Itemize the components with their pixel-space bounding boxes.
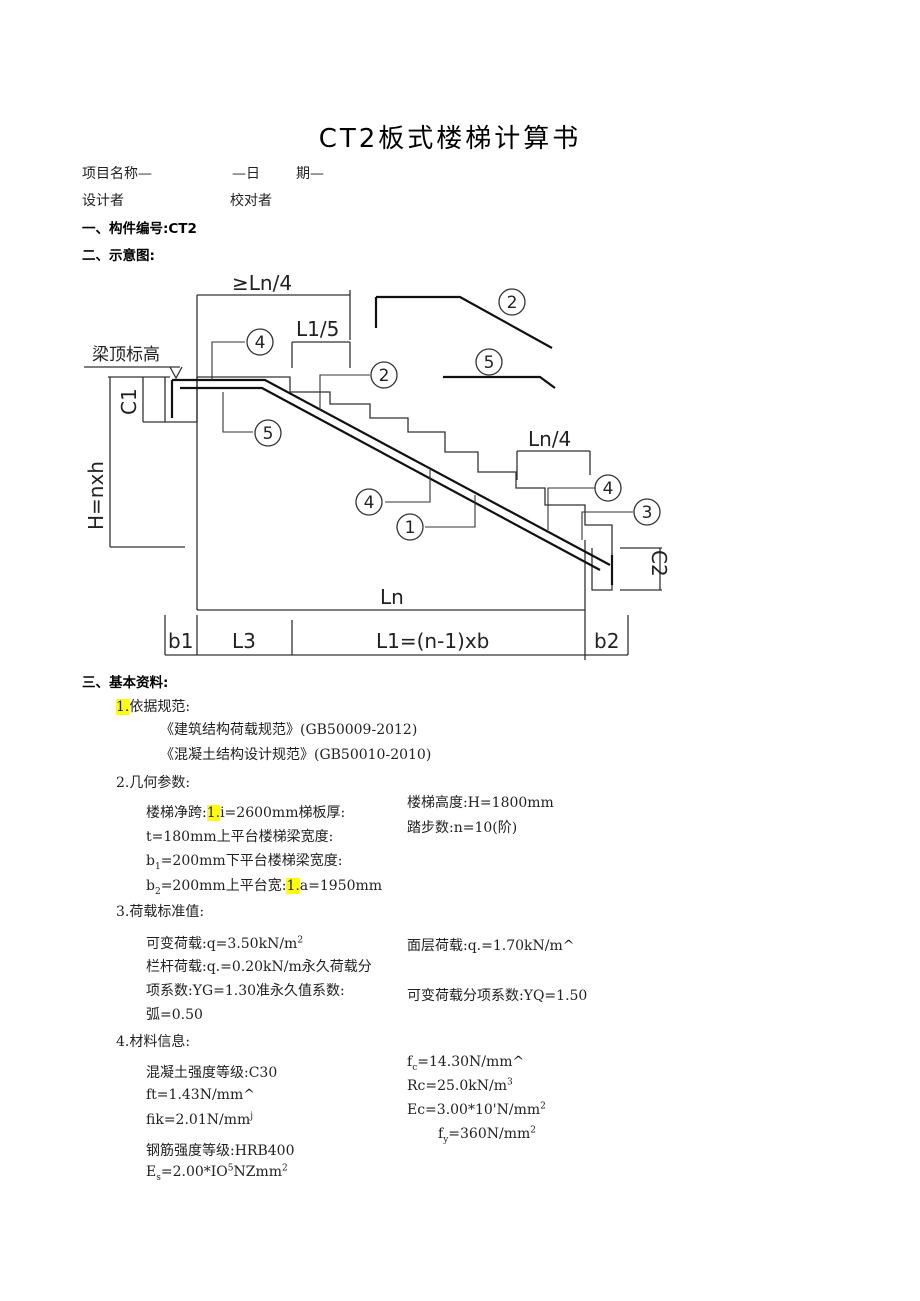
section-diagram: 二、示意图: xyxy=(82,248,155,264)
rebar-grade: 钢筋强度等级:HRB400 xyxy=(146,1143,295,1159)
materials-heading: 4.材料信息: xyxy=(116,1034,191,1050)
fy-value: fy=360N/mm2 xyxy=(438,1125,536,1145)
load-factor-yq: 可变荷载分项系数:YQ=1.50 xyxy=(407,988,588,1004)
staircase-diagram: 4 5 2 2 5 4 1 4 3 ≥Ln/4 L1/5 Ln/4 梁顶标高 L… xyxy=(84,271,671,660)
designer-label: 设计者 xyxy=(82,193,124,209)
es-value: Es=2.00*IO5NZmm2 xyxy=(146,1163,288,1183)
bubble-2-detail: 2 xyxy=(507,293,518,313)
label-h: H=nxh xyxy=(84,461,108,530)
section-component-id: 一、构件编号:CT2 xyxy=(82,221,197,237)
label-c2: C2 xyxy=(647,550,671,577)
ft-value: ft=1.43N/mm^ xyxy=(146,1087,255,1103)
code-load: 《建筑结构荷载规范》(GB50009-2012) xyxy=(160,722,418,738)
label-ln: Ln xyxy=(380,585,404,609)
load-factor-yg: 项系数:YG=1.30准永久值系数: xyxy=(146,983,345,999)
bubble-5-detail: 5 xyxy=(484,353,495,373)
geometry-line-3: b1=200mm下平台楼梯梁宽度: xyxy=(146,853,343,872)
date-label-b: 期— xyxy=(296,166,324,182)
load-quasi-permanent: 弧=0.50 xyxy=(146,1007,203,1023)
label-ge-ln4: ≥Ln/4 xyxy=(232,271,292,295)
geometry-heading: 2.几何参数: xyxy=(116,775,191,791)
fc-value: fc=14.30N/mm^ xyxy=(407,1054,525,1073)
bubble-4-mid: 4 xyxy=(364,493,375,513)
label-c1: C1 xyxy=(117,388,141,415)
rc-value: Rc=25.0kN/m3 xyxy=(407,1077,513,1094)
checker-label: 校对者 xyxy=(230,193,272,209)
bubble-2-mid: 2 xyxy=(379,366,390,386)
bubble-5-left: 5 xyxy=(263,424,274,444)
bubble-3: 3 xyxy=(642,503,653,523)
geometry-line-2: t=180mm上平台楼梯梁宽度: xyxy=(146,829,334,845)
load-railing: 栏杆荷载:q.=0.20kN/m永久荷载分 xyxy=(146,959,372,975)
ec-value: Ec=3.00*10'N/mm2 xyxy=(407,1101,546,1118)
geometry-line-4: b2=200mm上平台宽:1.a=1950mm xyxy=(146,878,383,897)
label-b2: b2 xyxy=(594,629,619,653)
label-b1: b1 xyxy=(168,629,193,653)
bubble-4-top: 4 xyxy=(255,333,266,353)
bubble-1: 1 xyxy=(405,518,416,538)
geometry-line-1: 楼梯净跨:1.i=2600mm梯板厚: xyxy=(146,805,346,821)
page-title: CT2板式楼梯计算书 xyxy=(318,124,582,154)
load-surface: 面层荷载:q.=1.70kN/m^ xyxy=(407,938,575,954)
label-ln4: Ln/4 xyxy=(528,427,571,451)
ftk-value: fik=2.01N/mmj xyxy=(146,1111,254,1128)
concrete-grade: 混凝土强度等级:C30 xyxy=(146,1065,278,1081)
bubble-4-right: 4 xyxy=(603,479,614,499)
step-count: 踏步数:n=10(阶) xyxy=(407,820,518,836)
label-l1-5: L1/5 xyxy=(296,317,339,341)
date-label-a: —日 xyxy=(232,166,260,182)
load-variable: 可变荷载:q=3.50kN/m2 xyxy=(146,935,304,952)
project-name-label: 项目名称— xyxy=(82,166,152,182)
codes-heading: 1.依据规范: xyxy=(116,699,191,715)
code-concrete: 《混凝土结构设计规范》(GB50010-2010) xyxy=(160,747,432,763)
label-l3: L3 xyxy=(232,629,256,653)
section-basic-data: 三、基本资料: xyxy=(82,675,169,691)
label-beam-top: 梁顶标高 xyxy=(92,345,160,365)
label-l1: L1=(n-1)xb xyxy=(376,629,489,653)
loads-heading: 3.荷载标准值: xyxy=(116,904,205,920)
stair-height: 楼梯高度:H=1800mm xyxy=(407,795,554,811)
